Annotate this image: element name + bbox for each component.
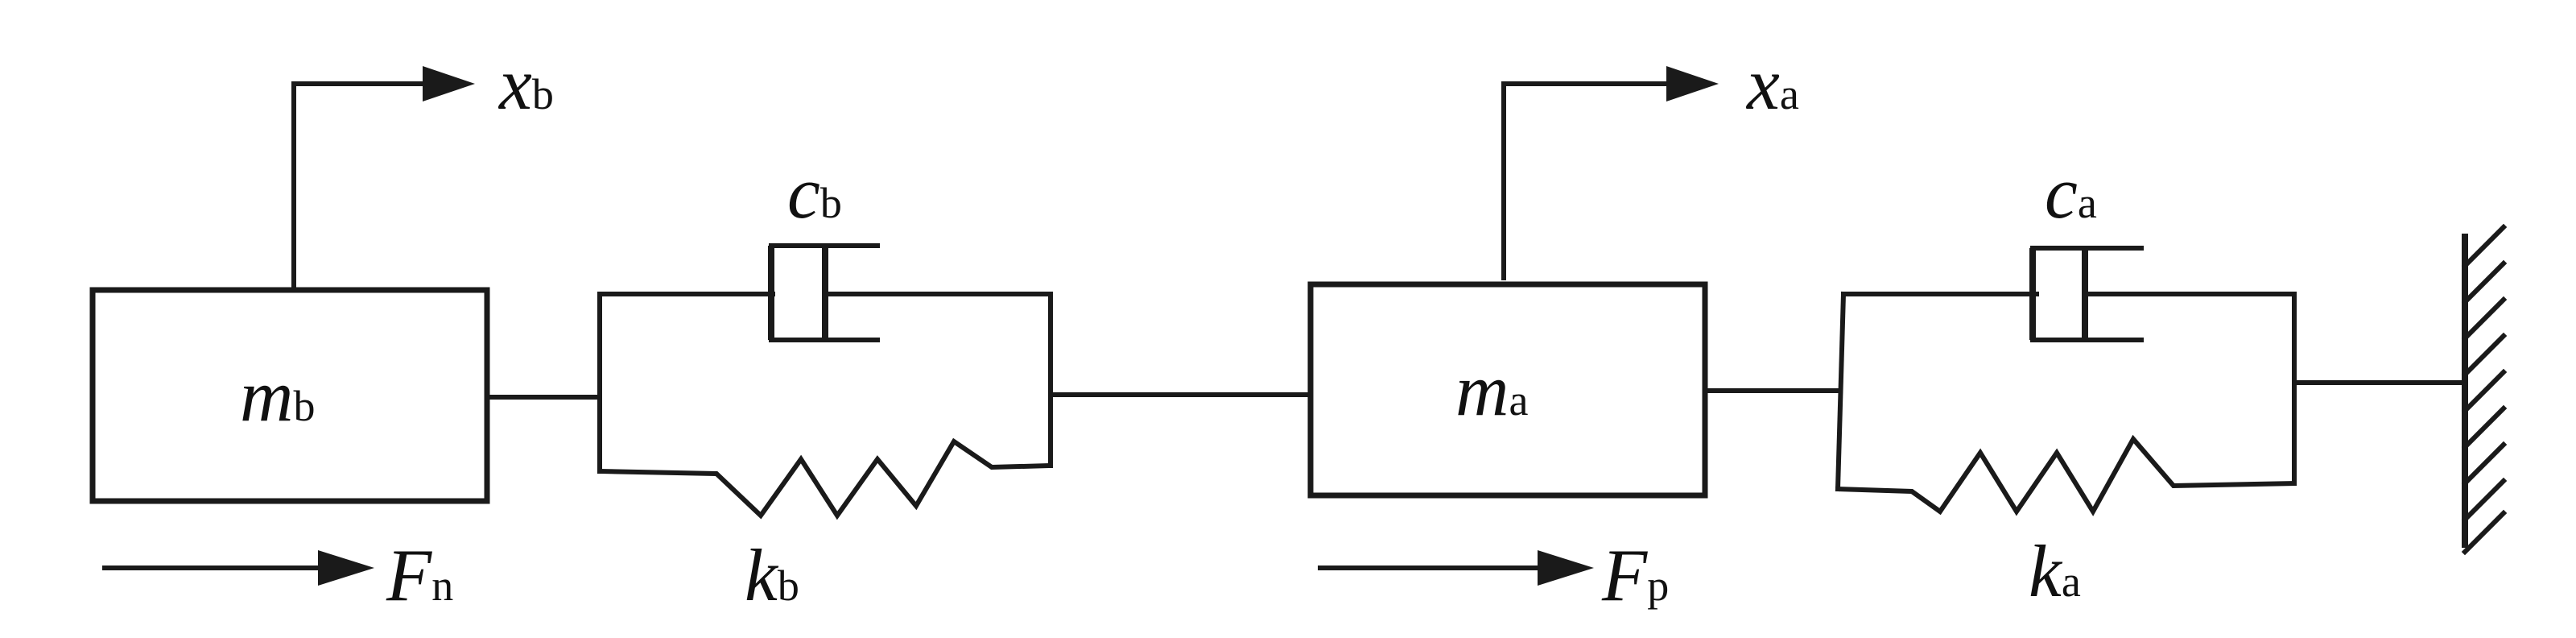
- mass-a-label: ma: [1455, 349, 1528, 431]
- spring-a-label: ka: [2029, 530, 2081, 612]
- displacement-b-arrow: [291, 66, 475, 292]
- spring-damper-b: [597, 292, 1311, 474]
- force-p-label: Fp: [1601, 534, 1669, 616]
- displacement-a-label: xa: [1745, 43, 1799, 125]
- force-n-label: Fn: [386, 534, 453, 616]
- fixed-wall: [2461, 223, 2508, 556]
- spring-a: [1835, 434, 2297, 516]
- damper-b: [597, 243, 1053, 342]
- displacement-b-label: xb: [497, 43, 554, 125]
- mass-b-block: [89, 287, 490, 504]
- damper-b-label: cb: [787, 151, 842, 234]
- damper-a: [1841, 246, 2297, 342]
- force-n-arrow: [102, 550, 374, 586]
- displacement-a-arrow: [1501, 66, 1719, 280]
- damper-a-label: ca: [2045, 151, 2097, 234]
- spring-damper-a: [1835, 291, 2466, 492]
- force-p-arrow: [1318, 550, 1594, 586]
- spring-b: [597, 437, 1054, 520]
- spring-b-label: kb: [745, 534, 799, 616]
- mass-b-label: mb: [240, 354, 315, 437]
